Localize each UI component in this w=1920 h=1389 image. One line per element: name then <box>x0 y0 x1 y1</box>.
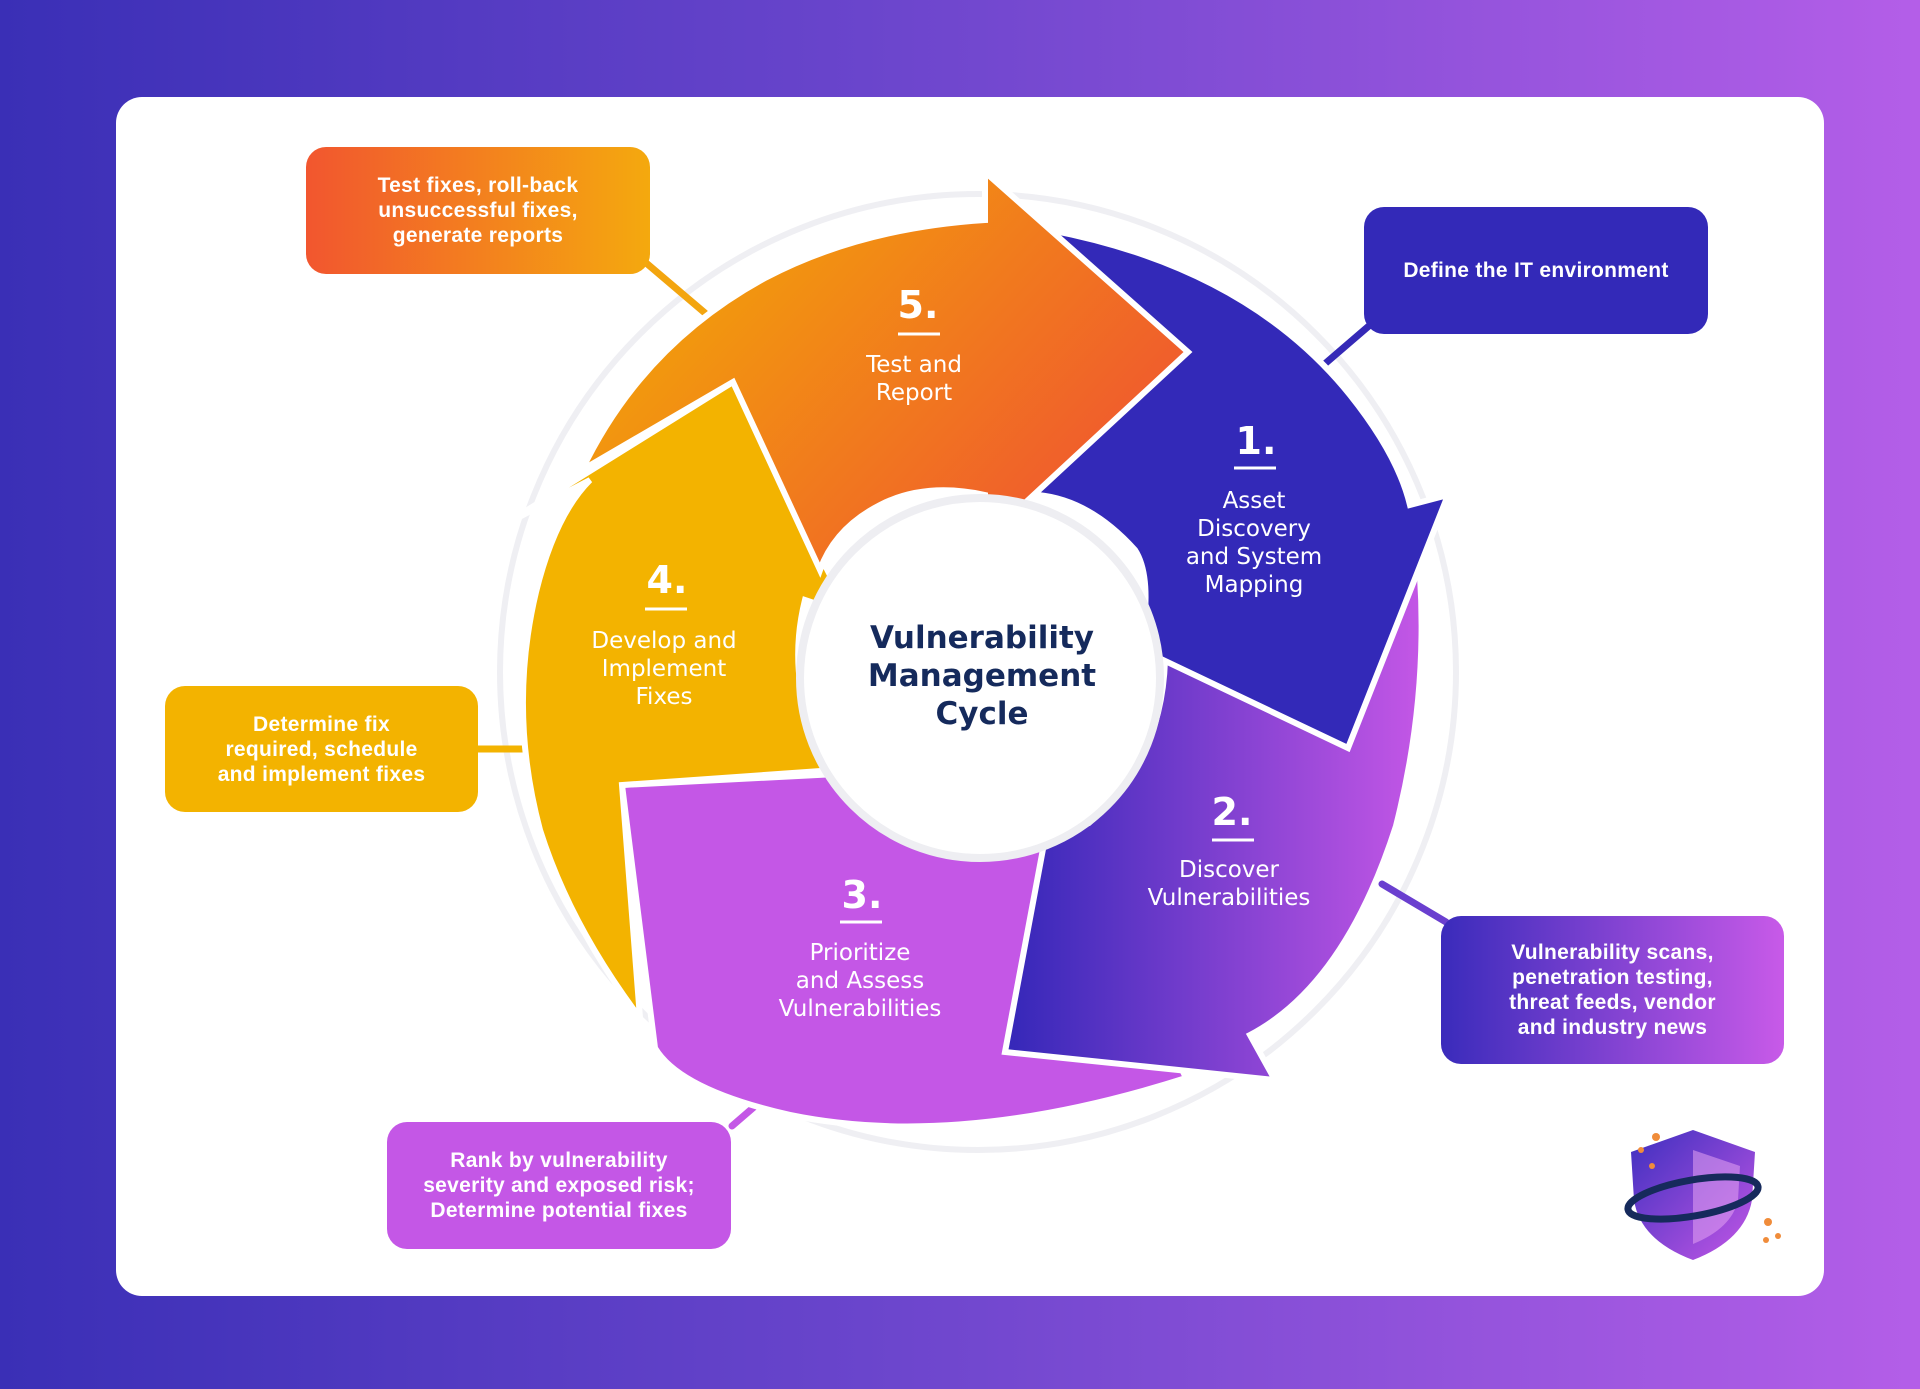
center-title: Vulnerability Management Cycle <box>868 620 1096 732</box>
stage3-line-2: and Assess <box>796 968 924 994</box>
stage5-line-1: Test and <box>865 352 962 378</box>
note-stage5: Test fixes, roll-back unsuccessful fixes… <box>306 147 650 274</box>
stage1-line-2: Discovery <box>1197 516 1311 542</box>
stage3-line-3: Vulnerabilities <box>779 996 942 1022</box>
note-stage3-text: Rank by vulnerability severity and expos… <box>423 1149 695 1222</box>
note-stage2: Vulnerability scans, penetration testing… <box>1441 916 1784 1064</box>
stage4-line-2: Implement <box>602 656 726 682</box>
stage2-line-1: Discover <box>1179 857 1280 883</box>
note-stage5-text: Test fixes, roll-back unsuccessful fixes… <box>377 174 579 247</box>
note-stage2-text: Vulnerability scans, penetration testing… <box>1509 941 1716 1039</box>
title-line-3: Cycle <box>936 696 1029 732</box>
stage4-number: 4. <box>647 558 688 602</box>
stage1-number: 1. <box>1236 419 1277 463</box>
stage2-line-2: Vulnerabilities <box>1148 885 1311 911</box>
stage1-line-1: Asset <box>1223 488 1286 514</box>
note-stage1-text: Define the IT environment <box>1403 259 1669 282</box>
stage4-label: 4. Develop and Implement Fixes <box>591 558 736 710</box>
note-stage4: Determine fix required, schedule and imp… <box>165 686 478 812</box>
title-line-1: Vulnerability <box>870 620 1094 656</box>
stage4-line-3: Fixes <box>636 684 693 710</box>
stage5-label: 5. Test and Report <box>865 283 962 406</box>
arrow-stage5 <box>575 165 1193 578</box>
shield-orbit-icon <box>1624 1130 1781 1260</box>
stage4-line-1: Develop and <box>591 628 736 654</box>
note-stage3: Rank by vulnerability severity and expos… <box>387 1122 731 1249</box>
connector-stage5 <box>641 258 709 317</box>
center-hub <box>822 520 1138 836</box>
title-line-2: Management <box>868 658 1096 694</box>
stage1-line-3: and System <box>1186 544 1322 570</box>
stage3-label: 3. Prioritize and Assess Vulnerabilities <box>779 873 942 1022</box>
connector-stage2 <box>1378 880 1450 926</box>
connector-stage1 <box>1316 321 1374 372</box>
stage5-line-2: Report <box>876 380 952 406</box>
stage1-line-4: Mapping <box>1205 572 1304 598</box>
stage5-number: 5. <box>898 283 939 327</box>
stage2-number: 2. <box>1212 790 1253 834</box>
stage2-label: 2. Discover Vulnerabilities <box>1148 790 1311 911</box>
note-stage1: Define the IT environment <box>1364 207 1708 334</box>
stage1-label: 1. Asset Discovery and System Mapping <box>1186 419 1322 598</box>
stage3-number: 3. <box>842 873 883 917</box>
stage3-line-1: Prioritize <box>810 940 911 966</box>
note-stage4-text: Determine fix required, schedule and imp… <box>217 712 426 786</box>
